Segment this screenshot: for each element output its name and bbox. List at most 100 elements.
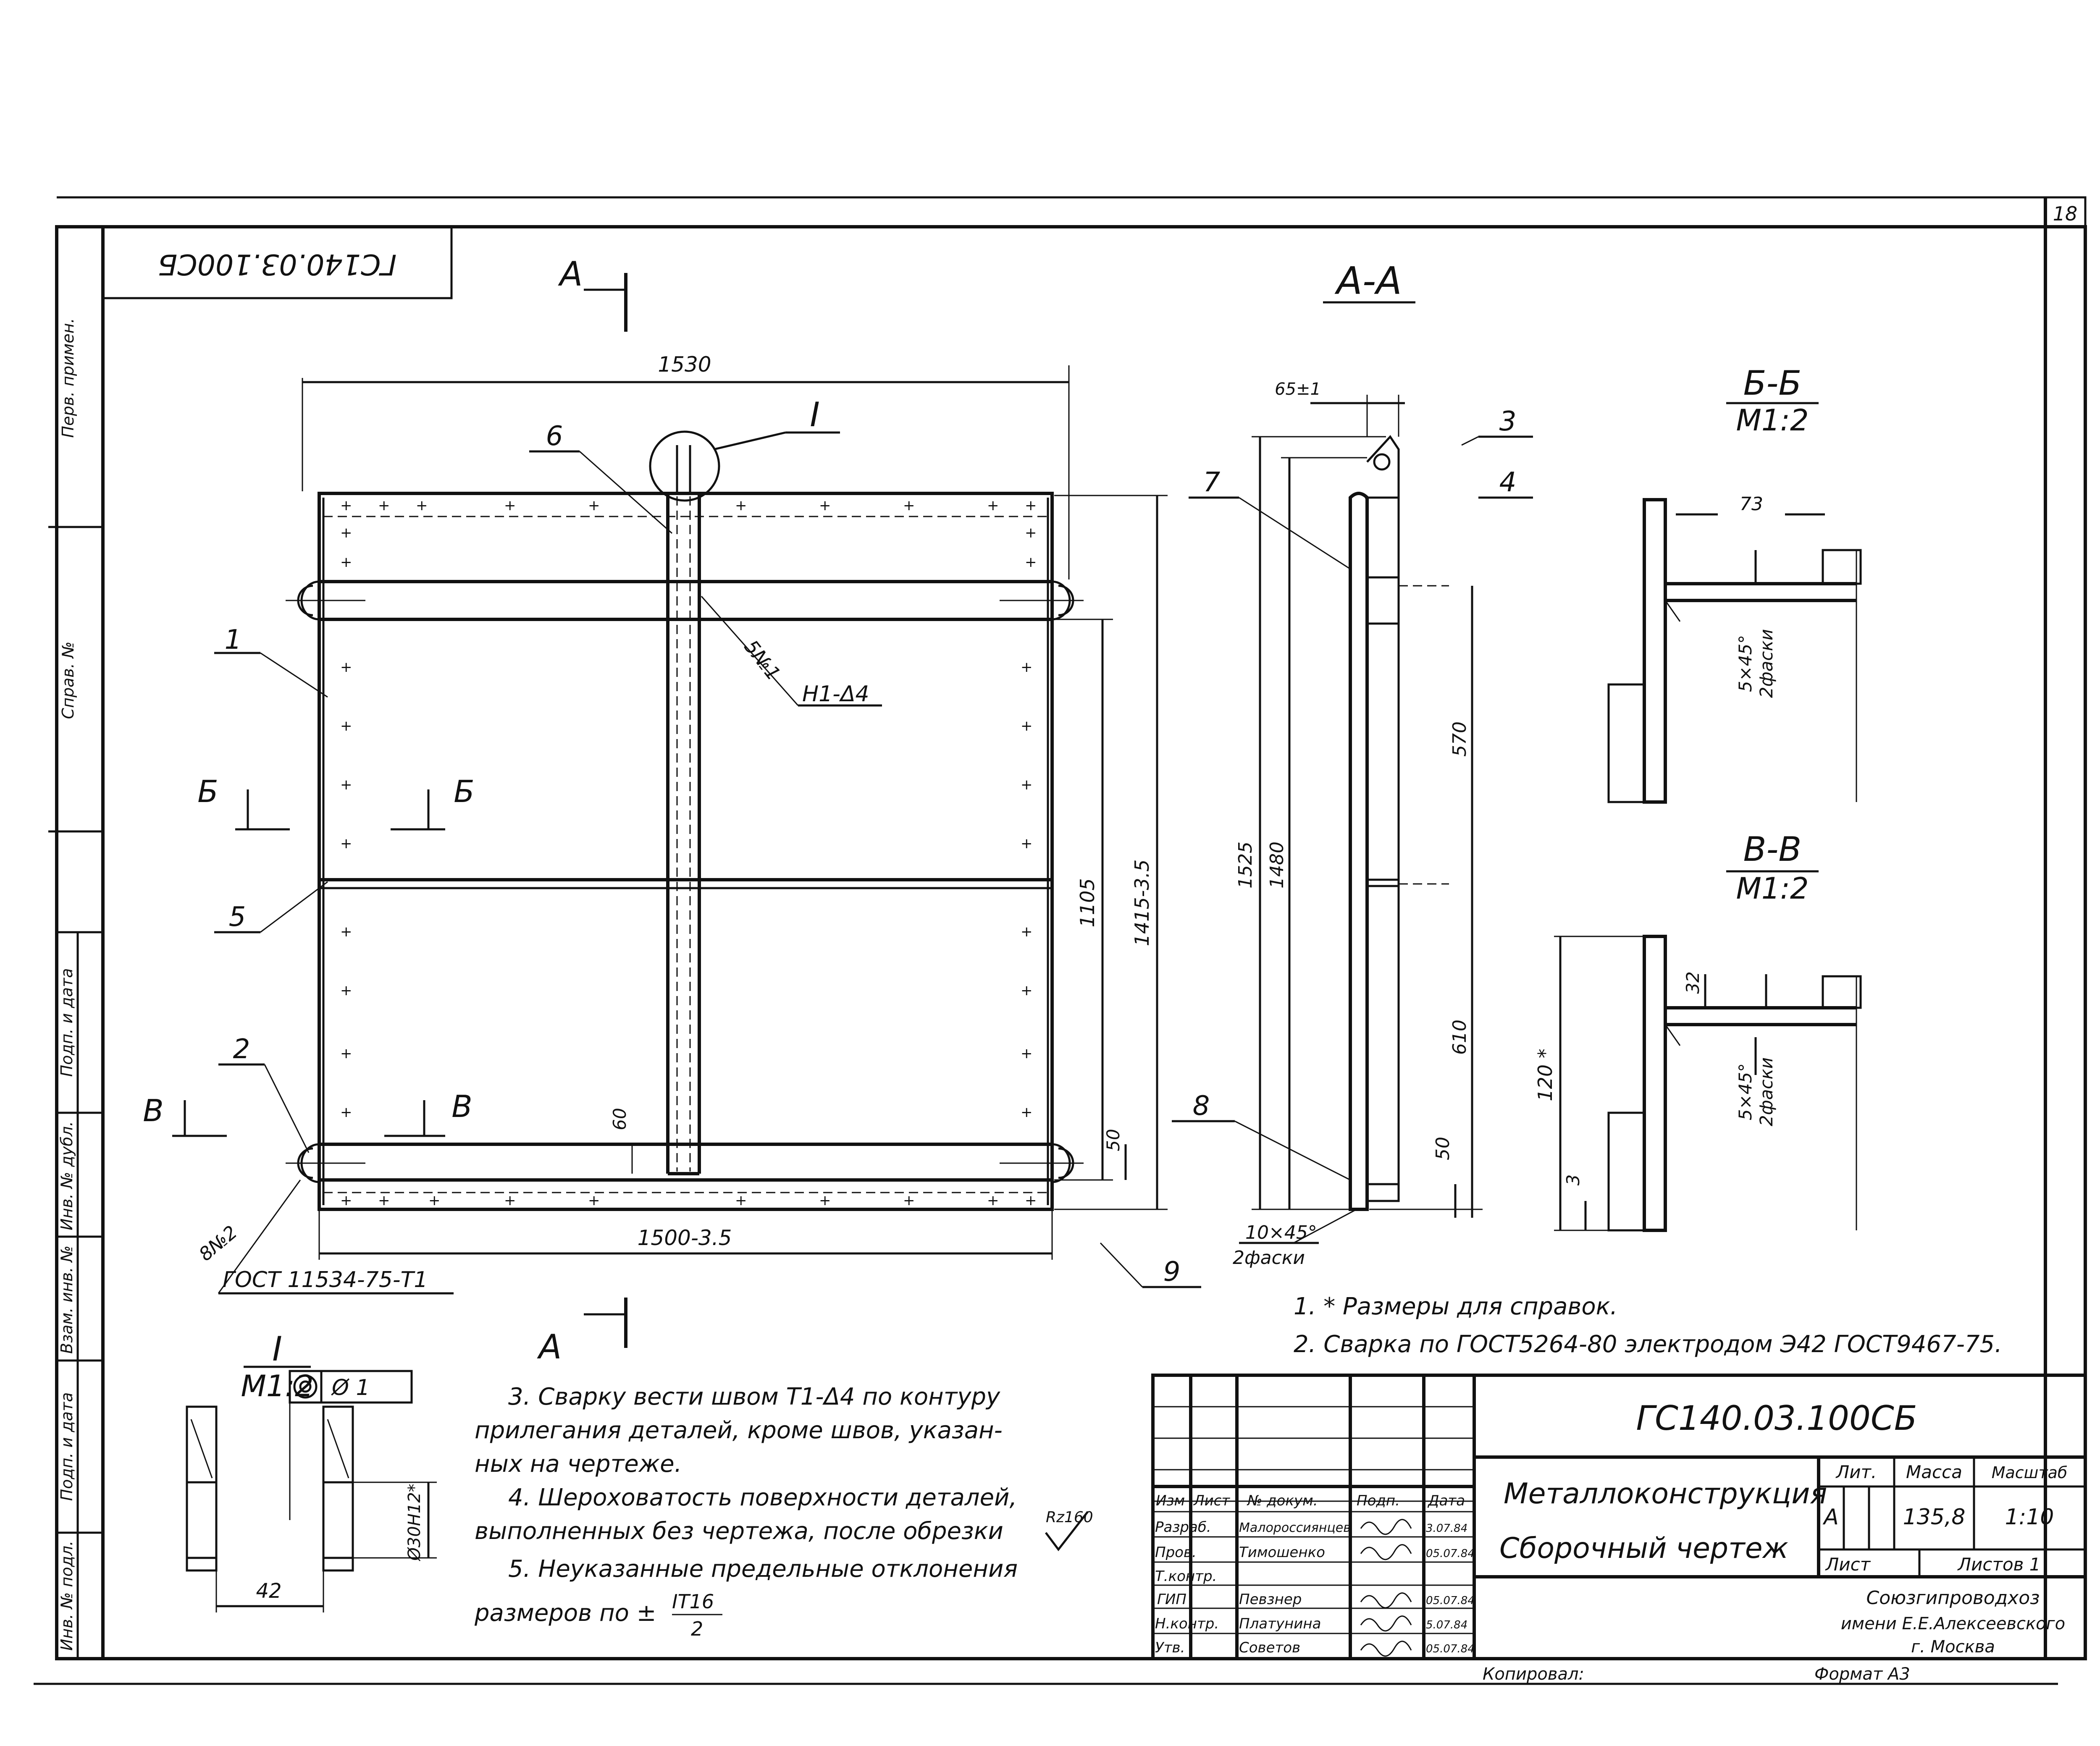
note-3c: ных на чертеже. bbox=[475, 1450, 682, 1478]
note-4b: выполненных без чертежа, после обрезки bbox=[475, 1518, 1003, 1545]
note-4c: Rz160 bbox=[1046, 1509, 1093, 1526]
dim-65: 65±1 bbox=[1275, 380, 1321, 399]
dim-570: 570 bbox=[1449, 721, 1470, 757]
svg-text:+: + bbox=[987, 497, 999, 514]
tb-h-date: Дата bbox=[1427, 1492, 1465, 1509]
title-block: ГС140.03.100СБ Металлоконструкция Сбороч… bbox=[1151, 1374, 2087, 1684]
svg-text:+: + bbox=[378, 497, 390, 514]
svg-text:+: + bbox=[428, 1192, 441, 1209]
section-a-top: А bbox=[558, 254, 583, 294]
svg-text:+: + bbox=[819, 497, 831, 514]
margin-label: Подп. и дата bbox=[58, 1392, 76, 1501]
callout-7: 7 bbox=[1203, 467, 1221, 498]
section-vv-scale: М1:2 bbox=[1736, 871, 1809, 906]
weld-8-2: 8№2 bbox=[195, 1222, 242, 1265]
margin-label: Инв. № подл. bbox=[58, 1541, 76, 1651]
aa-chamfer: 10×45° bbox=[1245, 1222, 1317, 1243]
tb-scale-h: Масштаб bbox=[1992, 1463, 2068, 1482]
svg-text:+: + bbox=[1025, 497, 1037, 514]
note-3a: 3. Сварку вести швом Т1-Δ4 по контуру bbox=[508, 1383, 1000, 1410]
svg-text:+: + bbox=[1021, 1045, 1033, 1062]
detail-i-tol: Ø 1 bbox=[331, 1375, 370, 1400]
tb-lit-h: Лит. bbox=[1835, 1462, 1877, 1482]
margin-label: Подп. и дата bbox=[58, 968, 76, 1077]
bb-chamfer-note: 2фаски bbox=[1756, 629, 1777, 698]
cut-v-left: В bbox=[143, 1093, 163, 1128]
callout-1: 1 bbox=[225, 624, 242, 655]
svg-text:+: + bbox=[340, 982, 352, 999]
svg-text:+: + bbox=[1025, 524, 1037, 541]
side-code-box: ГС140.03.100СБ bbox=[102, 225, 453, 299]
svg-text:+: + bbox=[340, 835, 352, 852]
svg-text:+: + bbox=[1021, 659, 1033, 676]
section-vv: В-В М1:2 32 120 * 3 5×45° 2фаски bbox=[1534, 830, 1862, 1232]
notes: 1. * Размеры для справок. 2. Сварка по Г… bbox=[474, 1293, 2002, 1640]
section-a-bottom: А bbox=[537, 1327, 562, 1366]
tb-h-doc: № докум. bbox=[1247, 1492, 1318, 1509]
svg-text:+: + bbox=[340, 524, 352, 541]
svg-text:+: + bbox=[588, 497, 600, 514]
svg-text:+: + bbox=[1021, 835, 1033, 852]
tb-h-izm: Изм bbox=[1156, 1492, 1185, 1509]
signature-marks bbox=[1360, 1519, 1412, 1657]
section-aa-title: А-А bbox=[1334, 259, 1402, 303]
bb-chamfer: 5×45° bbox=[1735, 635, 1756, 692]
section-vv-title: В-В bbox=[1743, 830, 1802, 869]
note-5d: 2 bbox=[691, 1618, 703, 1640]
dim-60: 60 bbox=[609, 1108, 630, 1130]
note-1: 1. * Размеры для справок. bbox=[1294, 1293, 1617, 1320]
dim-1480: 1480 bbox=[1266, 842, 1288, 889]
dim-1105: 1105 bbox=[1076, 878, 1099, 927]
dim-1415: 1415-3.5 bbox=[1131, 860, 1153, 946]
svg-text:+: + bbox=[1025, 554, 1037, 571]
cut-v-right: В bbox=[452, 1089, 472, 1124]
tb-org-3: г. Москва bbox=[1911, 1637, 1995, 1657]
callout-6: 6 bbox=[546, 421, 563, 452]
sheet-frame: 18 bbox=[34, 196, 2087, 1685]
svg-text:+: + bbox=[1021, 982, 1033, 999]
tb-scale: 1:10 bbox=[2005, 1505, 2054, 1530]
detail-i: I М1:2 Ø 1 Ø30H12* 42 bbox=[186, 1329, 437, 1612]
tb-person: Тимошенко bbox=[1239, 1544, 1325, 1561]
tb-role: Утв. bbox=[1155, 1639, 1185, 1656]
vv-dim-120: 120 * bbox=[1534, 1049, 1557, 1101]
tb-person: Певзнер bbox=[1239, 1591, 1302, 1608]
svg-text:+: + bbox=[588, 1192, 600, 1209]
tb-person: Советов bbox=[1239, 1639, 1300, 1656]
note-5c: IT16 bbox=[672, 1590, 714, 1613]
svg-text:+: + bbox=[340, 718, 352, 734]
svg-text:+: + bbox=[504, 497, 516, 514]
tb-date: 05.07.84 bbox=[1426, 1547, 1475, 1560]
margin-label: Взам. инв. № bbox=[58, 1245, 76, 1354]
tb-date: 3.07.84 bbox=[1426, 1522, 1467, 1535]
side-code: ГС140.03.100СБ bbox=[158, 247, 397, 281]
svg-text:+: + bbox=[1021, 718, 1033, 734]
section-bb-title: Б-Б bbox=[1743, 364, 1802, 403]
svg-text:+: + bbox=[340, 659, 352, 676]
cut-b-right: Б bbox=[454, 774, 474, 809]
svg-text:+: + bbox=[987, 1192, 999, 1209]
tb-role: Н.контр. bbox=[1155, 1615, 1219, 1632]
svg-text:+: + bbox=[1021, 1104, 1033, 1121]
margin-label: Справ. № bbox=[59, 642, 77, 719]
svg-text:+: + bbox=[1025, 1192, 1037, 1209]
detail-i-title: I bbox=[272, 1329, 282, 1368]
callout-8: 8 bbox=[1193, 1091, 1210, 1122]
dim-50b: 50 bbox=[1432, 1137, 1454, 1160]
svg-text:+: + bbox=[735, 1192, 747, 1209]
tb-code: ГС140.03.100СБ bbox=[1636, 1399, 1917, 1438]
tb-role: Т.контр. bbox=[1155, 1568, 1217, 1585]
dim-610: 610 bbox=[1449, 1020, 1470, 1055]
tb-person: Платунина bbox=[1239, 1615, 1321, 1632]
tb-date: 05.07.84 bbox=[1426, 1594, 1475, 1607]
tb-person: Малороссиянцев bbox=[1239, 1521, 1351, 1535]
dim-1530: 1530 bbox=[658, 352, 711, 377]
detail-i-width: 42 bbox=[256, 1579, 281, 1603]
tb-org-2: имени Е.Е.Алексеевского bbox=[1841, 1614, 2065, 1633]
tb-role: Разраб. bbox=[1155, 1519, 1211, 1536]
svg-text:+: + bbox=[903, 497, 915, 514]
vv-chamfer-note: 2фаски bbox=[1756, 1057, 1777, 1126]
dim-1525: 1525 bbox=[1235, 842, 1256, 889]
svg-text:+: + bbox=[1021, 923, 1033, 940]
tb-date: 5.07.84 bbox=[1426, 1619, 1467, 1631]
